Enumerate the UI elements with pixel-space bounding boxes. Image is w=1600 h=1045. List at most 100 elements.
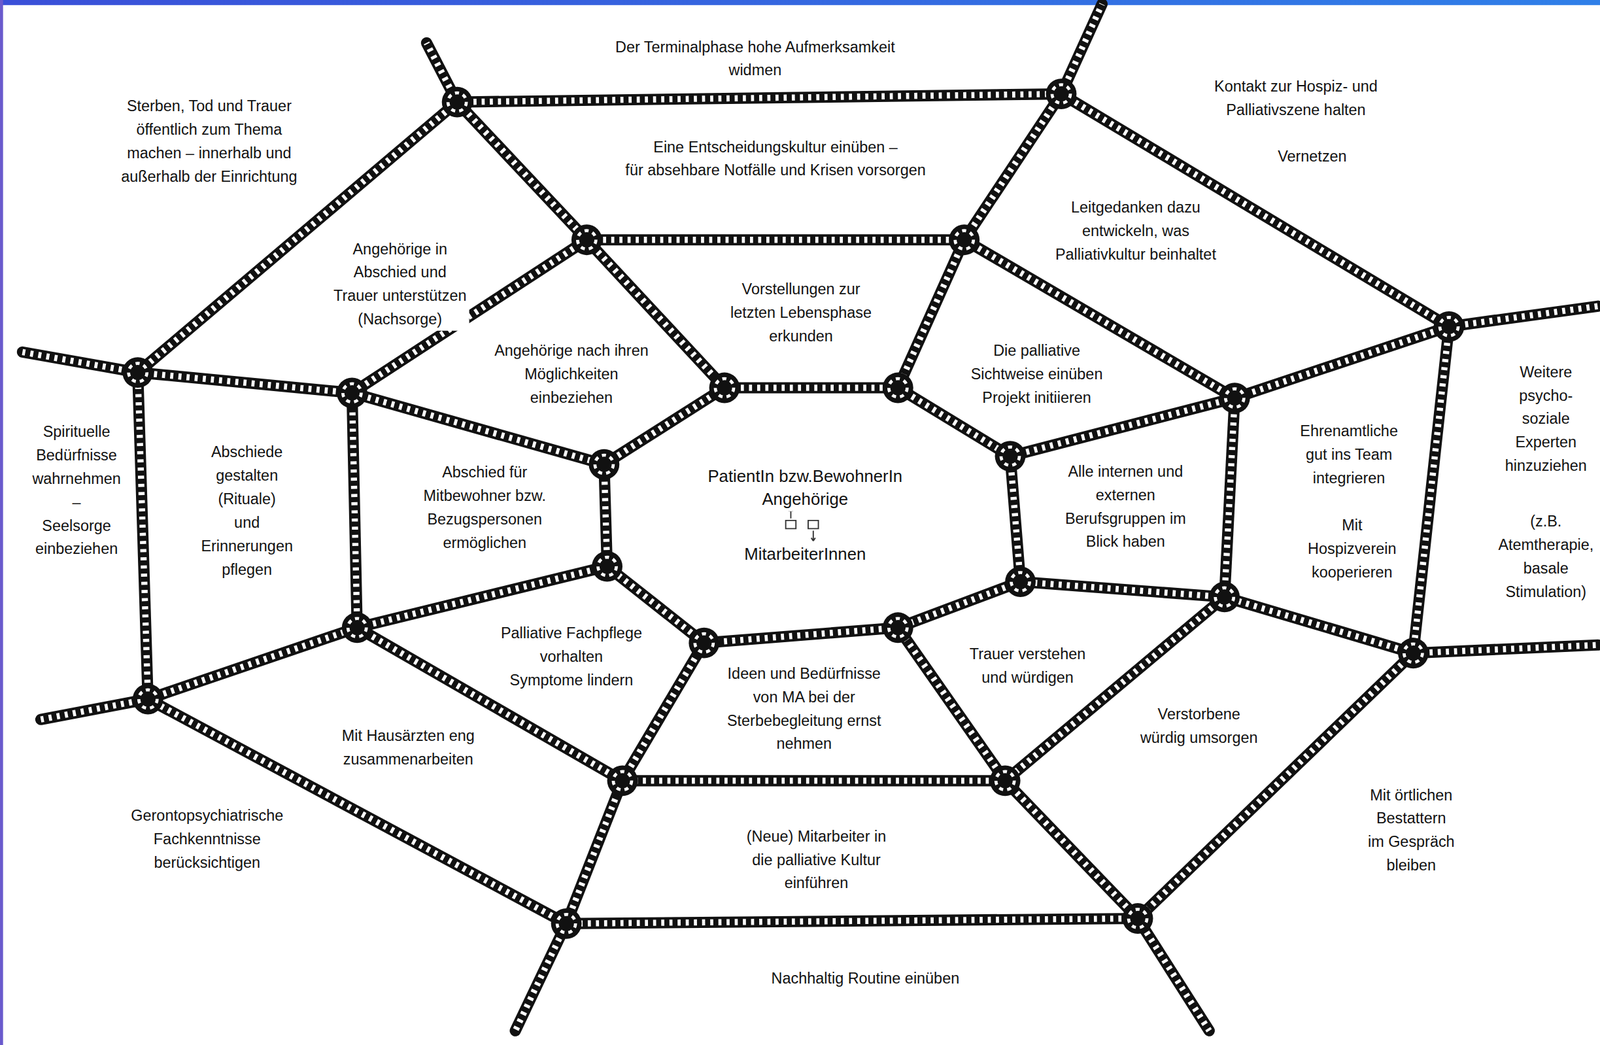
rope — [1448, 306, 1599, 327]
rope-twist — [40, 698, 148, 720]
rope-twist — [1137, 918, 1209, 1032]
knot-twist — [1439, 317, 1459, 336]
label-line: Bedürfnisse — [32, 442, 121, 467]
net-label: Ehrenamtliche gut ins Team integrieren — [1297, 419, 1402, 490]
rope-twist — [137, 372, 149, 699]
net-label: MitarbeiterInnen — [741, 542, 869, 566]
knot-twist — [995, 771, 1015, 790]
knot-twist — [138, 689, 157, 709]
rope — [457, 102, 587, 240]
rope — [1020, 581, 1225, 597]
knot — [588, 449, 620, 480]
knot — [989, 765, 1021, 796]
rope — [1010, 456, 1021, 582]
knot-twist — [1052, 85, 1071, 104]
label-line: Mit Hausärzten eng — [341, 723, 475, 747]
label-line: im Gespräch — [1367, 829, 1455, 854]
knot-twist — [888, 378, 907, 397]
rope-twist — [1412, 326, 1449, 653]
label-line: gut ins Team — [1299, 442, 1398, 467]
label-line: Palliative Fachpflege — [500, 621, 643, 645]
net-label: Sterben, Tod und Trauer öffentlich zum T… — [118, 94, 301, 189]
net-label: (z.B. Atemtherapie, basale Stimulation) — [1495, 509, 1597, 604]
label-line: Atemtherapie, — [1497, 532, 1594, 557]
rope — [604, 464, 608, 567]
label-line: Eine Entscheidungskultur einüben – — [625, 134, 926, 159]
knot-twist — [695, 633, 714, 652]
label-line: Berufsgruppen im — [1065, 506, 1187, 530]
label-line: Ehrenamtliche — [1299, 419, 1398, 443]
rope-twist — [964, 94, 1062, 240]
knot-twist — [557, 914, 576, 933]
rope — [515, 923, 567, 1031]
label-line: zusammenarbeiten — [341, 746, 475, 771]
net-label: Angehörige nach ihren Möglichkeiten einb… — [491, 338, 652, 409]
knot-twist — [1403, 644, 1423, 663]
rope-twist — [1004, 780, 1138, 919]
top-bar — [0, 0, 1600, 6]
label-line: Alle internen und — [1065, 459, 1187, 483]
knot — [995, 440, 1026, 472]
label-line: einführen — [746, 870, 886, 895]
rope-twist — [147, 627, 358, 699]
rope — [1137, 918, 1209, 1032]
net-label: Vernetzen — [1275, 144, 1351, 169]
rope — [357, 566, 607, 628]
net-label: Leitgedanken dazu entwickeln, was Pallia… — [1052, 195, 1219, 267]
label-line: bleiben — [1367, 853, 1455, 877]
label-line: Abschied für — [423, 460, 546, 484]
knot — [1397, 637, 1429, 669]
label-line: psycho- — [1505, 383, 1587, 407]
rope-twist — [457, 102, 587, 240]
knot — [551, 908, 582, 939]
knot — [709, 372, 741, 404]
rope-twist — [704, 627, 899, 643]
label-line: Mitbewohner bzw. — [423, 483, 546, 508]
label-line: letzten Lebensphase — [730, 300, 872, 325]
rope — [40, 698, 148, 720]
knot — [1046, 78, 1077, 110]
label-line: die palliative Kultur — [746, 847, 886, 871]
label-line: basale — [1497, 556, 1594, 580]
rope-twist — [1224, 398, 1236, 597]
label-line: (Nachsorge) — [333, 307, 467, 331]
rope-twist — [897, 239, 964, 388]
label-line: ermöglichen — [423, 530, 546, 555]
hand-down-icon — [808, 520, 819, 541]
label-line: Hospizverein — [1307, 536, 1396, 560]
label-line: Ideen und Bedürfnisse — [727, 661, 882, 685]
label-line: und würdigen — [969, 665, 1086, 690]
label-line: berücksichtigen — [130, 850, 284, 875]
knot — [1122, 902, 1154, 934]
knot-twist — [1215, 587, 1234, 607]
label-line: Palliativkultur beinhaltet — [1055, 242, 1217, 267]
net-label: Abschiede gestalten (Rituale) und Erinne… — [198, 440, 297, 581]
label-line: Symptome lindern — [500, 667, 643, 692]
label-line: Spirituelle — [32, 419, 121, 443]
label-line: MitarbeiterInnen — [744, 542, 866, 566]
ropes — [22, 3, 1599, 1031]
label-line: von MA bei der — [727, 684, 882, 709]
label-line: (Neue) Mitarbeiter in — [746, 823, 886, 848]
label-line: machen – innerhalb und — [120, 140, 297, 165]
label-line: einbeziehen — [32, 536, 121, 561]
rope — [1412, 326, 1449, 653]
knot — [1208, 581, 1240, 613]
knot — [442, 86, 473, 118]
label-line: Palliativszene halten — [1214, 98, 1378, 122]
label-line: (Rituale) — [200, 486, 293, 511]
net-label: Eine Entscheidungskultur einüben – für a… — [622, 134, 930, 182]
label-line: wahrnehmen — [32, 466, 121, 490]
knot-twist — [598, 557, 617, 576]
net-label: Mit örtlichen Bestattern im Gespräch ble… — [1364, 782, 1458, 877]
label-line: Projekt initiieren — [970, 385, 1104, 409]
label-line: Erinnerungen — [200, 533, 293, 558]
net-label: Vorstellungen zur letzten Lebensphase er… — [727, 277, 875, 348]
rope — [22, 351, 138, 373]
knot — [688, 627, 720, 659]
label-line: Sterbebegleitung ernst — [727, 708, 882, 732]
rope-twist — [22, 351, 138, 373]
rope — [964, 94, 1062, 240]
label-line: Angehörige in — [333, 236, 467, 261]
label-line: erkunden — [730, 323, 872, 348]
